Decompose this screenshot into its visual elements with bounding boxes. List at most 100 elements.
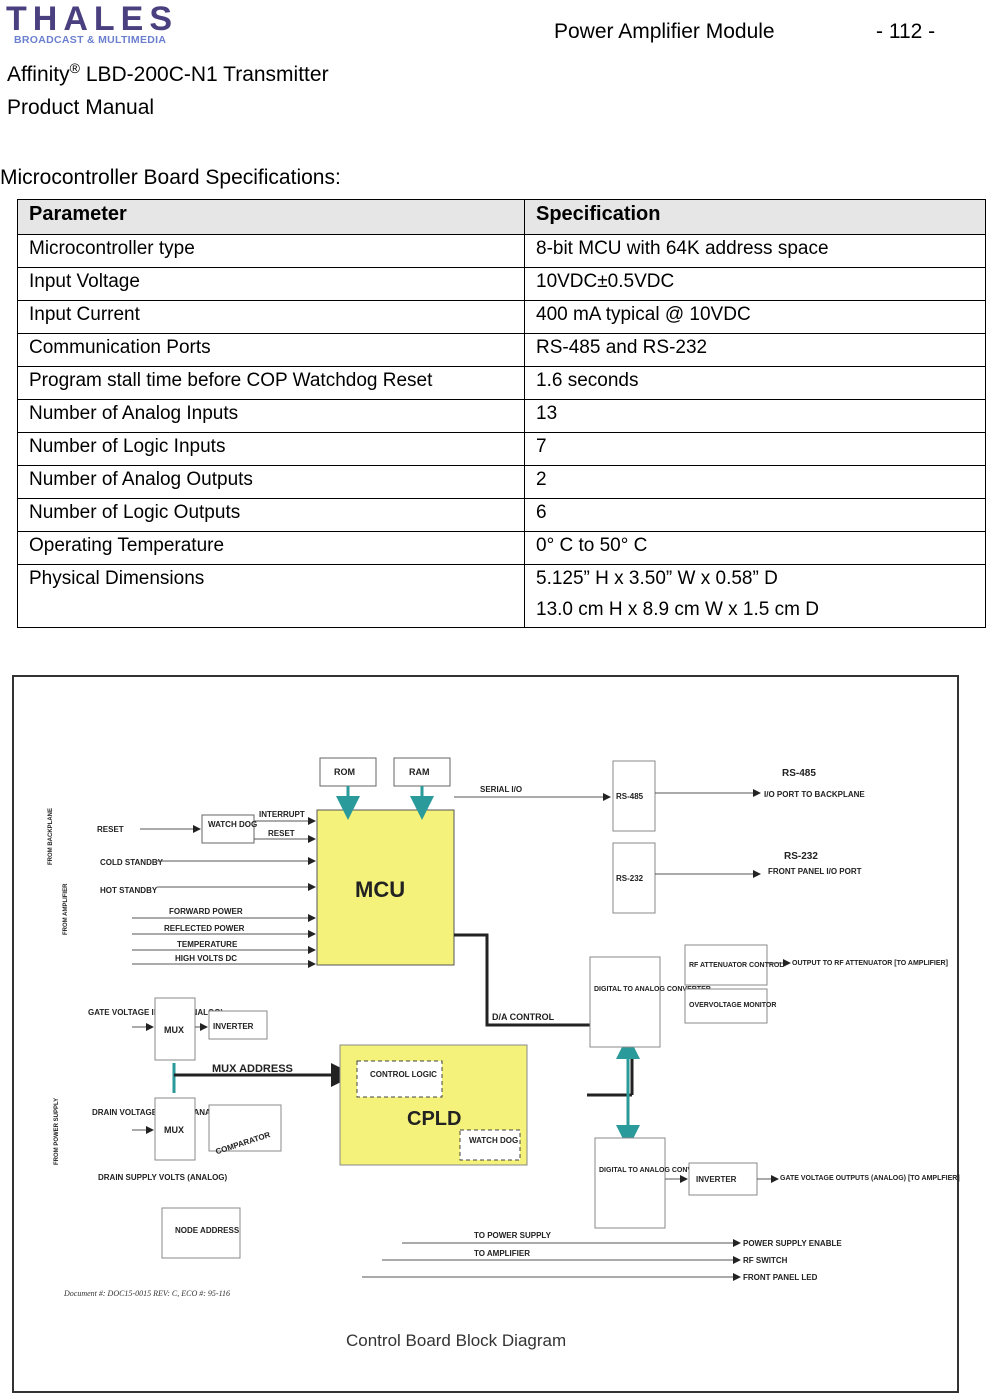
mux-2-block	[154, 1097, 196, 1161]
drain-supply-volts-label: DRAIN SUPPLY VOLTS (ANALOG)	[98, 1173, 228, 1182]
param-cell: Number of Analog Inputs	[17, 399, 525, 433]
spec-cell: 2	[524, 465, 986, 499]
front-panel-led-label: FRONT PANEL LED	[743, 1273, 818, 1282]
param-cell: Communication Ports	[17, 333, 525, 367]
inverter-2-label: INVERTER	[696, 1175, 737, 1184]
watchdog-2-label: WATCH DOG	[469, 1136, 518, 1145]
document-reference: Document #: DOC15-0015 REV: C, ECO #: 95…	[63, 1289, 230, 1298]
control-board-block-diagram: MCU ROM RAM WATCH DOG INTERRUPT RESET RE…	[12, 675, 960, 1393]
to-power-supply-label: TO POWER SUPPLY	[474, 1231, 552, 1240]
column-header-specification: Specification	[524, 199, 986, 235]
rs232-label: RS-232	[616, 874, 644, 883]
interrupt-label: INTERRUPT	[259, 810, 305, 819]
forward-power-label: FORWARD POWER	[169, 907, 243, 916]
mux-address-label: MUX ADDRESS	[212, 1063, 293, 1075]
watchdog-label: WATCH DOG	[208, 820, 257, 829]
column-header-parameter: Parameter	[17, 199, 525, 235]
from-amplifier-label: FROM AMPLIFIER	[63, 883, 69, 935]
mux-1-block	[154, 997, 196, 1061]
rf-out-label: OUTPUT TO RF ATTENUATOR [TO AMPLIFIER]	[792, 960, 948, 967]
diagram-caption: Control Board Block Diagram	[346, 1331, 566, 1350]
rs485-port-desc: I/O PORT TO BACKPLANE	[764, 790, 865, 799]
high-volts-label: HIGH VOLTS DC	[175, 954, 237, 963]
control-logic-label: CONTROL LOGIC	[370, 1070, 437, 1079]
section-title: Microcontroller Board Specifications:	[0, 166, 341, 189]
param-cell: Number of Logic Outputs	[17, 498, 525, 532]
spec-cell: 0° C to 50° C	[524, 531, 986, 565]
logo-wordmark: THALES	[6, 0, 178, 38]
comparator-block	[208, 1104, 282, 1152]
inverter-1-block	[208, 1010, 268, 1040]
watchdog-2-block	[459, 1129, 521, 1161]
da-control-label: D/A CONTROL	[492, 1012, 555, 1022]
product-name: Affinity	[7, 63, 70, 86]
table-row: Program stall time before COP Watchdog R…	[17, 366, 986, 400]
reset-input-label: RESET	[97, 825, 124, 834]
page-number: - 112 -	[876, 20, 936, 43]
dac-2-label: DIGITAL TO ANALOG CONVERTER	[599, 1167, 716, 1174]
rs485-port-title: RS-485	[782, 768, 816, 779]
inverter-2-block	[688, 1162, 758, 1196]
watchdog-block	[201, 814, 255, 844]
cpld-label: CPLD	[407, 1108, 461, 1130]
spec-cell: 13	[524, 399, 986, 433]
overvoltage-block	[684, 988, 768, 1024]
table-row: Physical Dimensions 5.125” H x 3.50” W x…	[17, 564, 986, 628]
param-cell: Number of Analog Outputs	[17, 465, 525, 499]
from-power-supply-label: FROM POWER SUPPLY	[54, 1098, 60, 1165]
logo-tagline: BROADCAST & MULTIMEDIA	[14, 34, 167, 46]
rs232-block	[612, 842, 656, 914]
spec-line-metric: 13.0 cm H x 8.9 cm W x 1.5 cm D	[536, 599, 819, 620]
spec-cell: 6	[524, 498, 986, 532]
product-model: LBD-200C-N1 Transmitter	[79, 63, 329, 86]
param-cell: Program stall time before COP Watchdog R…	[17, 366, 525, 400]
spec-table: Parameter Specification Microcontroller …	[17, 199, 986, 628]
cold-standby-label: COLD STANDBY	[100, 858, 164, 867]
gate-out-label: GATE VOLTAGE OUTPUTS (ANALOG) [TO AMPLFI…	[780, 1175, 960, 1182]
param-cell: Number of Logic Inputs	[17, 432, 525, 466]
node-address-block	[161, 1207, 241, 1259]
param-cell: Physical Dimensions	[17, 564, 525, 628]
dac-1-block	[589, 956, 661, 1048]
dac-1-label: DIGITAL TO ANALOG CONVERTER	[594, 986, 711, 993]
rs485-label: RS-485	[616, 792, 644, 801]
ram-label: RAM	[409, 767, 430, 777]
reset-signal-label: RESET	[268, 829, 295, 838]
spec-cell: 1.6 seconds	[524, 366, 986, 400]
spec-line-imperial: 5.125” H x 3.50” W x 0.58” D	[536, 568, 778, 589]
reflected-power-label: REFLECTED POWER	[164, 924, 245, 933]
table-header-row: Parameter Specification	[17, 199, 986, 235]
manual-type: Product Manual	[7, 96, 155, 119]
from-backplane-label: FROM BACKPLANE	[48, 808, 54, 865]
serial-io-label: SERIAL I/O	[480, 785, 522, 794]
overvoltage-label: OVERVOLTAGE MONITOR	[689, 1002, 776, 1009]
rf-attenuator-label: RF ATTENUATOR CONTROL	[689, 962, 784, 969]
thales-logo: THALES BROADCAST & MULTIMEDIA	[6, 2, 236, 46]
rs232-port-desc: FRONT PANEL I/O PORT	[768, 867, 862, 876]
mcu-block	[316, 809, 455, 966]
rf-switch-label: RF SWITCH	[743, 1256, 788, 1265]
document-title: Power Amplifier Module	[554, 20, 775, 43]
param-cell: Operating Temperature	[17, 531, 525, 565]
hot-standby-label: HOT STANDBY	[100, 886, 158, 895]
to-amplifier-label: TO AMPLIFIER	[474, 1249, 530, 1258]
param-cell: Input Current	[17, 300, 525, 334]
mux-1-label: MUX	[164, 1025, 184, 1035]
temperature-label: TEMPERATURE	[177, 940, 238, 949]
product-line: Affinity® LBD-200C-N1 Transmitter	[7, 60, 329, 87]
registered-mark: ®	[69, 60, 80, 76]
control-logic-block	[356, 1060, 443, 1098]
mux-2-label: MUX	[164, 1125, 184, 1135]
spec-cell: 5.125” H x 3.50” W x 0.58” D 13.0 cm H x…	[524, 564, 986, 628]
spec-cell: 7	[524, 432, 986, 466]
ram-block	[393, 757, 451, 787]
